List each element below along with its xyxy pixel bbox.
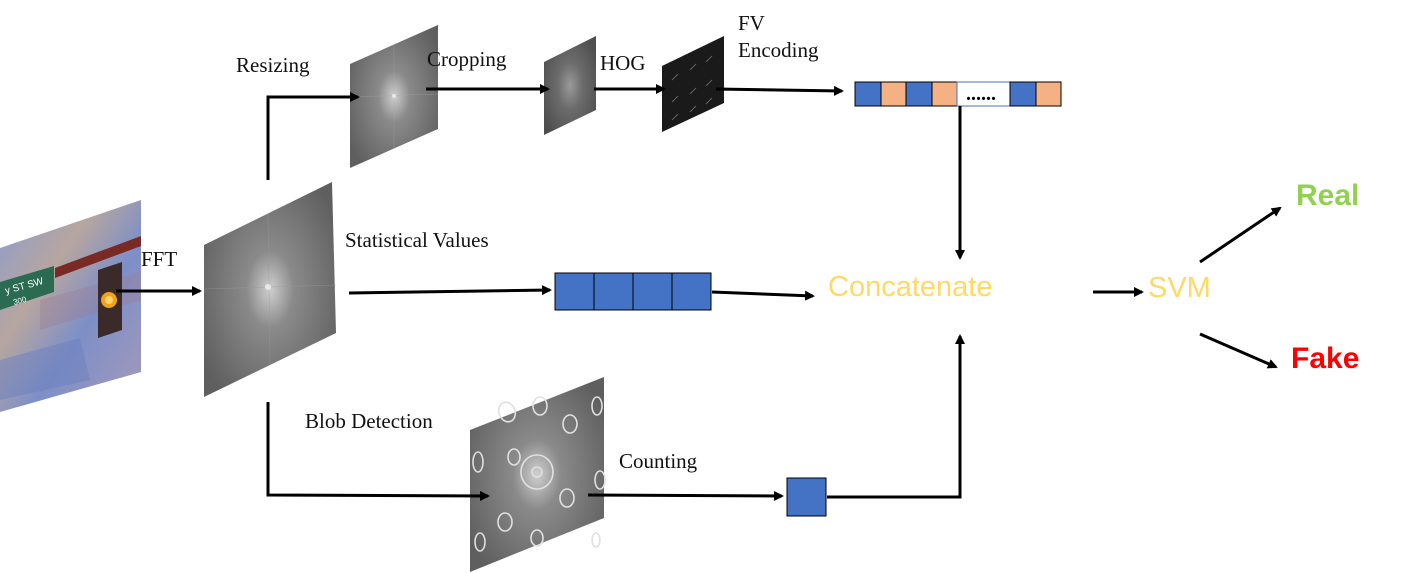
label-fft: FFT	[141, 247, 177, 271]
fv-vector-cell	[956, 81, 1011, 107]
arrow-counting	[587, 490, 784, 501]
label-hog: HOG	[600, 51, 646, 75]
cropped-spectrum	[544, 36, 596, 135]
arrow-stats	[348, 285, 552, 296]
fft-spectrum	[203, 182, 337, 397]
resized-spectrum	[349, 25, 439, 168]
stat-vector	[554, 272, 712, 311]
label-encoding: Encoding	[738, 38, 819, 62]
traffic-light-icon	[98, 262, 122, 338]
stat-vector-cell	[554, 272, 595, 311]
label-cropping: Cropping	[427, 47, 507, 71]
fv-vector-cell	[1035, 81, 1062, 107]
count-vector	[786, 477, 827, 517]
street-sign-line2: 300	[12, 295, 28, 307]
arrow-stat-to-concat	[711, 290, 815, 301]
fv-vector-cell	[905, 81, 933, 107]
label-concatenate: Concatenate	[828, 271, 992, 303]
input-photo: y ST SW 300	[0, 200, 141, 412]
blob-spectrum	[470, 377, 606, 572]
fv-vector	[854, 81, 1062, 107]
arrow-resizing	[266, 92, 360, 180]
fv-vector-cell	[854, 81, 882, 107]
label-resizing: Resizing	[236, 53, 310, 77]
fv-vector-cell	[1009, 81, 1037, 107]
fv-vector-cell	[880, 81, 907, 107]
arrow-svm-to-fake	[1199, 332, 1278, 369]
arrows	[116, 84, 1282, 501]
label-blob-detection: Blob Detection	[305, 409, 433, 433]
pole-icon	[55, 236, 141, 278]
street-sign: y ST SW 300	[0, 266, 54, 310]
hog-image	[662, 36, 724, 132]
arrow-svm-to-real	[1199, 206, 1282, 264]
label-fv: FV	[738, 11, 765, 35]
label-svm: SVM	[1148, 272, 1211, 304]
count-vector-cell	[786, 477, 827, 517]
stat-vector-cell	[632, 272, 673, 311]
label-real: Real	[1296, 179, 1359, 212]
arrow-count-to-concat	[827, 334, 965, 499]
fv-vector-dots: ......	[966, 83, 996, 105]
arrow-fv-encoding	[715, 85, 844, 96]
label-fake: Fake	[1291, 342, 1359, 375]
fv-vector-cell	[931, 81, 958, 107]
stat-vector-cell	[671, 272, 712, 311]
stat-vector-cell	[593, 272, 634, 311]
label-counting: Counting	[619, 449, 698, 473]
arrow-blob	[266, 402, 490, 501]
label-statistical-values: Statistical Values	[345, 228, 489, 252]
